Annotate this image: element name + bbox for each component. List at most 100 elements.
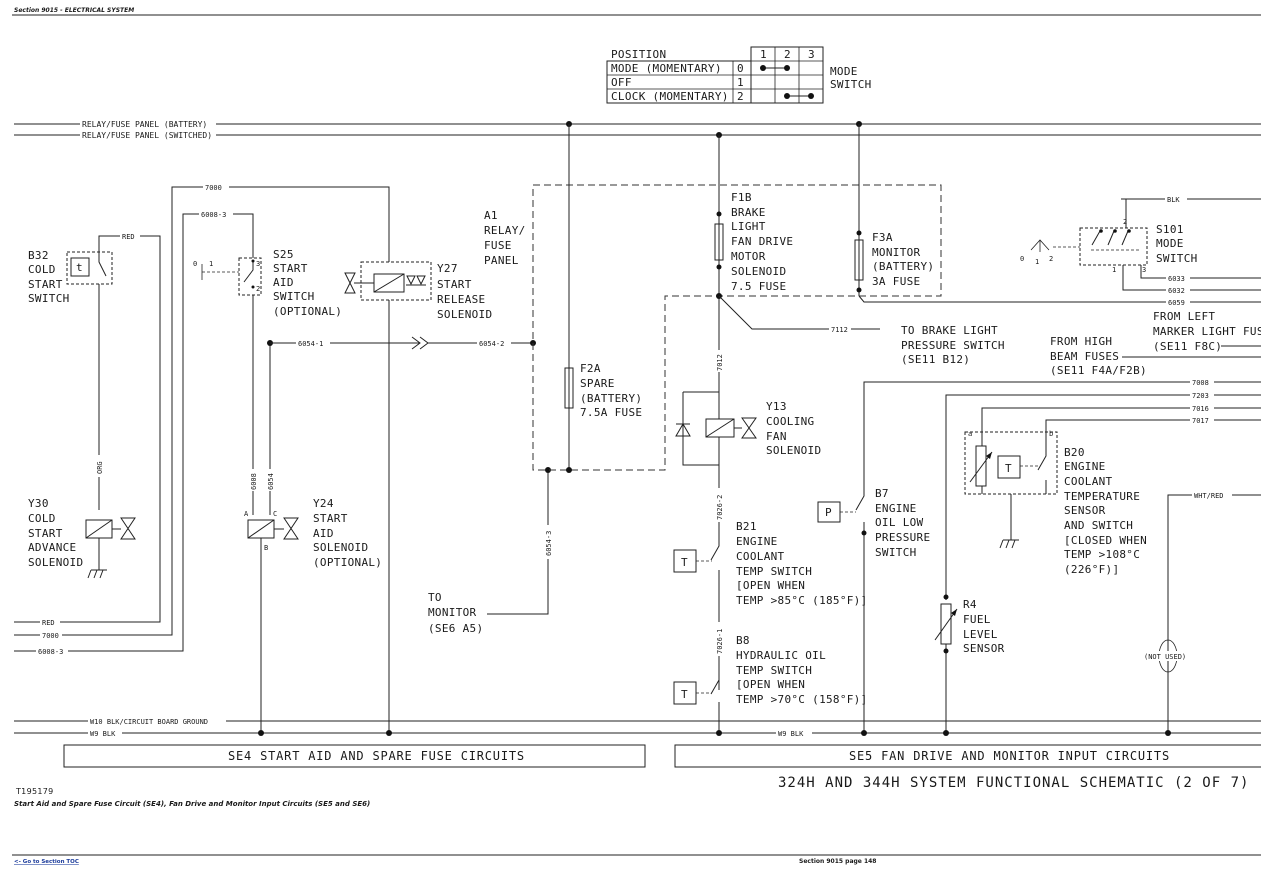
- table-row-label: OFF: [611, 76, 632, 89]
- s25-label: AID: [273, 276, 294, 289]
- bus-switched-label: RELAY/FUSE PANEL (SWITCHED): [82, 131, 212, 140]
- y30-label: SOLENOID: [28, 556, 83, 569]
- section-bands: SE4 START AID AND SPARE FUSE CIRCUITS SE…: [63, 744, 1261, 768]
- s25-pin: 1: [209, 260, 213, 268]
- y24-label: AID: [313, 527, 334, 540]
- wire-7203-label: 7203: [1192, 392, 1209, 400]
- temp-t-symbol: T: [681, 556, 688, 569]
- to-brake-note: PRESSURE SWITCH: [901, 339, 1005, 352]
- b20-label: [CLOSED WHEN: [1064, 534, 1147, 547]
- y24-pin: C: [273, 510, 277, 518]
- b32-cold-start-switch: t B32 COLD START SWITCH ORG: [28, 249, 113, 510]
- wire-red-left: RED: [42, 619, 55, 627]
- table-row-label: MODE (MOMENTARY): [611, 62, 722, 75]
- from-high-note: BEAM FUSES: [1050, 350, 1119, 363]
- f3a-label: MONITOR: [872, 246, 921, 259]
- wire-6008-3-label: 6008-3: [201, 211, 226, 219]
- wire-org-label: ORG: [96, 461, 104, 474]
- temp-t-symbol: T: [1005, 462, 1012, 475]
- not-used-label: (NOT USED): [1144, 653, 1186, 661]
- to-monitor-note: TO: [428, 591, 442, 604]
- b7-label: B7: [875, 487, 889, 500]
- b20-label: ENGINE: [1064, 460, 1106, 473]
- b21-label: ENGINE: [736, 535, 778, 548]
- w9-left-label: W9 BLK: [90, 730, 116, 738]
- ground-buses: W10 BLK/CIRCUIT BOARD GROUND W9 BLK W9 B…: [14, 716, 1261, 738]
- s25-label: START: [273, 262, 308, 275]
- f1b-fan-drive-chain: F1B BRAKE LIGHT FAN DRIVE MOTOR SOLENOID…: [714, 135, 1005, 400]
- from-high-note: (SE11 F4A/F2B): [1050, 364, 1147, 377]
- schematic-title: 324H AND 344H SYSTEM FUNCTIONAL SCHEMATI…: [778, 775, 1249, 791]
- b20-label: TEMP >108°C: [1064, 548, 1140, 561]
- y30-solenoid: Y30 COLD START ADVANCE SOLENOID: [28, 497, 136, 579]
- s25-label: S25: [273, 248, 294, 261]
- left-wiring: RED 7000 6008-3 RED 7000 6008-3: [14, 182, 390, 656]
- f3a-label: 3A FUSE: [872, 275, 920, 288]
- y30-label: COLD: [28, 512, 56, 525]
- y13-label: FAN: [766, 430, 787, 443]
- b20-label: COOLANT: [1064, 475, 1113, 488]
- wire-6032-label: 6032: [1168, 287, 1185, 295]
- wire-6059-label: 6059: [1168, 299, 1185, 307]
- table-row-label: CLOCK (MOMENTARY): [611, 90, 729, 103]
- b32-label: B32: [28, 249, 49, 262]
- table-row-num: 1: [737, 76, 744, 89]
- w10-ground-label: W10 BLK/CIRCUIT BOARD GROUND: [90, 718, 208, 726]
- y13-label: SOLENOID: [766, 444, 821, 457]
- b7-label: OIL LOW: [875, 516, 924, 529]
- s101-pin: 1: [1112, 266, 1116, 274]
- b21-label: B21: [736, 520, 757, 533]
- wire-7000-left: 7000: [42, 632, 59, 640]
- band-se4: SE4 START AID AND SPARE FUSE CIRCUITS: [228, 749, 525, 763]
- b20-label: TEMPERATURE: [1064, 490, 1140, 503]
- y30-label: Y30: [28, 497, 49, 510]
- f3a-label: (BATTERY): [872, 260, 934, 273]
- r4-label: R4: [963, 598, 977, 611]
- y24-label: (OPTIONAL): [313, 556, 382, 569]
- s25-label: SWITCH: [273, 290, 315, 303]
- b32-label: COLD: [28, 263, 56, 276]
- table-header: POSITION: [611, 48, 666, 61]
- b20-pin: a: [968, 430, 972, 438]
- f3a-label: F3A: [872, 231, 893, 244]
- y27-label: Y27: [437, 262, 458, 275]
- y24-label: Y24: [313, 497, 334, 510]
- s101-mode-switch: BLK 0 1 2 2 1 3 6033 6032 6059 S101 MODE…: [1020, 194, 1261, 307]
- s25-label: (OPTIONAL): [273, 305, 342, 318]
- r4-label: FUEL: [963, 613, 991, 626]
- s101-sym-pin: 1: [1035, 258, 1039, 266]
- from-high-note: FROM HIGH: [1050, 335, 1112, 348]
- wire-6033-label: 6033: [1168, 275, 1185, 283]
- a1-label: PANEL: [484, 254, 519, 267]
- section-toc-link[interactable]: <- Go to Section TOC: [14, 859, 79, 865]
- b8-label: TEMP SWITCH: [736, 664, 812, 677]
- b20-label: SENSOR: [1064, 504, 1106, 517]
- a1-label: A1: [484, 209, 498, 222]
- r4-label: SENSOR: [963, 642, 1005, 655]
- b21-temp-switch: T B21 ENGINE COOLANT TEMP SWITCH [OPEN W…: [673, 520, 868, 690]
- y24-pin: B: [264, 544, 268, 552]
- b8-label: HYDRAULIC OIL: [736, 649, 826, 662]
- b8-label: B8: [736, 634, 750, 647]
- wire-6054-3-label: 6054-3: [545, 531, 553, 556]
- y24-label: SOLENOID: [313, 541, 368, 554]
- to-monitor-note: (SE6 A5): [428, 622, 483, 635]
- b8-label: TEMP >70°C (158°F)]: [736, 693, 868, 706]
- y13-label: Y13: [766, 400, 787, 413]
- a1-label: FUSE: [484, 239, 512, 252]
- wire-7026-1-label: 7026-1: [716, 629, 724, 654]
- wire-7112-label: 7112: [831, 326, 848, 334]
- table-col-1: 1: [760, 48, 767, 61]
- footer-page: Section 9015 page 148: [799, 858, 876, 865]
- f1b-label: 7.5 FUSE: [731, 280, 786, 293]
- table-col-3: 3: [808, 48, 815, 61]
- y24-solenoid: 6008 6054 A C B Y24 START AID SOLENOID (…: [244, 340, 382, 733]
- b21-label: TEMP >85°C (185°F)]: [736, 594, 868, 607]
- wire-6054-run: 6054-1 6054-2 6054-3 TO MONITOR (SE6 A5): [270, 336, 553, 635]
- bus-battery-label: RELAY/FUSE PANEL (BATTERY): [82, 120, 207, 129]
- table-row-num: 2: [737, 90, 744, 103]
- b20-label: B20: [1064, 446, 1085, 459]
- b7-label: SWITCH: [875, 546, 917, 559]
- b32-label: SWITCH: [28, 292, 70, 305]
- f1b-label: MOTOR: [731, 250, 766, 263]
